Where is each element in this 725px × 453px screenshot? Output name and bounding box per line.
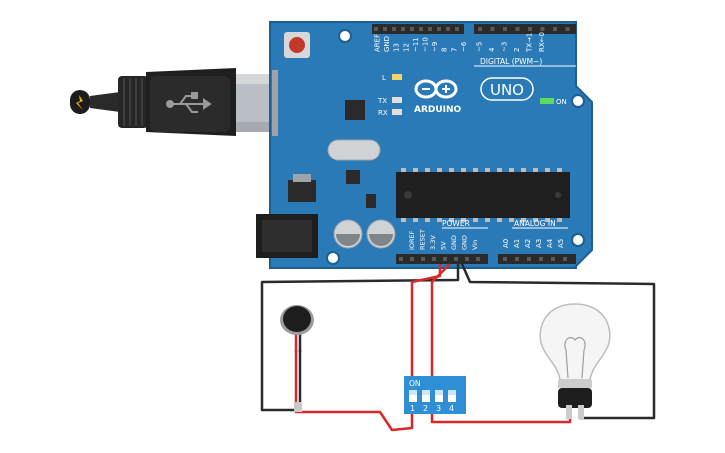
usb-chip	[345, 100, 365, 120]
model-label: UNO	[490, 81, 524, 99]
analog-pin-label: A0	[502, 239, 510, 248]
led-rx: RX	[378, 109, 402, 117]
wire-motor-to-switch[interactable]	[294, 350, 414, 432]
dip-number-label: 1	[410, 404, 415, 413]
digital-pin-label: TX→1	[526, 33, 534, 53]
mounting-hole	[571, 233, 585, 247]
reset-button[interactable]	[284, 32, 310, 58]
digital-pin-label: ~9	[431, 42, 439, 52]
dip-on-label: ON	[409, 379, 421, 388]
led-l: L	[382, 74, 402, 82]
led-rx-label: RX	[378, 109, 388, 117]
wire-5v-to-switch[interactable]	[410, 264, 442, 376]
analog-header[interactable]	[498, 254, 576, 264]
power-pin-label: 5V	[440, 241, 448, 250]
analog-header-label: ANALOG IN	[514, 219, 556, 228]
led-tx: TX	[377, 97, 402, 105]
analog-pin-label: A5	[557, 239, 565, 248]
dip-number-label: 2	[423, 404, 428, 413]
analog-pin-label: A2	[524, 239, 532, 248]
mounting-hole	[571, 94, 585, 108]
digital-pin-label: ~10	[422, 37, 430, 52]
capacitor	[333, 219, 363, 249]
digital-header[interactable]	[372, 24, 576, 34]
dip-number-label: 3	[436, 404, 441, 413]
lightning-icon	[76, 95, 83, 110]
usb-cable[interactable]	[70, 68, 276, 136]
power-pin-label: GND	[450, 235, 458, 250]
digital-pin-label: 8	[441, 48, 449, 52]
analog-pin-label: A1	[513, 239, 521, 248]
analog-pin-label: A4	[546, 238, 554, 248]
digital-pin-label: 7	[450, 48, 458, 52]
power-header-label: POWER	[442, 219, 470, 228]
digital-pin-label: 13	[393, 43, 401, 52]
digital-pin-label: ~11	[412, 37, 420, 52]
power-pin-label: IOREF	[408, 230, 416, 250]
wire-gnd-to-motor[interactable]	[260, 264, 460, 412]
digital-pin-label: 2	[513, 48, 521, 52]
resistor-pack	[366, 194, 376, 208]
capacitor	[366, 219, 396, 249]
wire-5v-to-switch-2[interactable]	[430, 263, 451, 378]
digital-pin-label: ~3	[501, 42, 509, 52]
usb-symbol-icon	[166, 92, 212, 113]
atmega-chip	[396, 168, 570, 222]
digital-pin-label: ~5	[476, 42, 484, 52]
voltage-regulator	[288, 174, 316, 202]
mounting-hole	[326, 251, 340, 265]
arduino-uno-board[interactable]: L TX RX ON ARDUINO UNO	[256, 21, 593, 269]
power-header[interactable]	[396, 254, 488, 264]
power-pin-label: GND	[461, 235, 469, 250]
led-tx-label: TX	[377, 97, 387, 105]
digital-pin-label: RX←0	[538, 32, 546, 52]
power-jack[interactable]	[256, 214, 318, 258]
dip-toggle-3[interactable]	[435, 390, 443, 402]
digital-pin-label: 12	[402, 43, 410, 52]
led-on-label: ON	[556, 98, 567, 106]
power-pin-label: Vin	[471, 240, 479, 250]
dip-number-label: 4	[449, 404, 454, 413]
brand-label: ARDUINO	[414, 105, 462, 115]
crystal-oscillator	[327, 139, 381, 161]
digital-pin-label: 4	[488, 47, 496, 52]
small-chip	[346, 170, 360, 184]
digital-pin-label: GND	[383, 36, 391, 52]
analog-pin-label: A3	[535, 239, 543, 248]
arduino-logo: ARDUINO UNO	[414, 77, 534, 115]
light-bulb[interactable]	[539, 303, 611, 419]
dip-toggle-4[interactable]	[448, 390, 456, 402]
power-pin-label: 3.3V	[429, 235, 437, 250]
led-on: ON	[540, 98, 567, 106]
digital-header-label: DIGITAL (PWM~)	[480, 57, 542, 66]
dip-toggle-1[interactable]	[409, 390, 417, 402]
vibration-motor[interactable]	[280, 305, 314, 412]
dip-toggle-2[interactable]	[422, 390, 430, 402]
digital-pin-label: ~6	[460, 41, 468, 52]
power-pin-label: RESET	[419, 229, 427, 250]
digital-pin-label: AREF	[374, 34, 382, 52]
led-l-label: L	[382, 74, 386, 82]
mounting-hole	[338, 29, 352, 43]
